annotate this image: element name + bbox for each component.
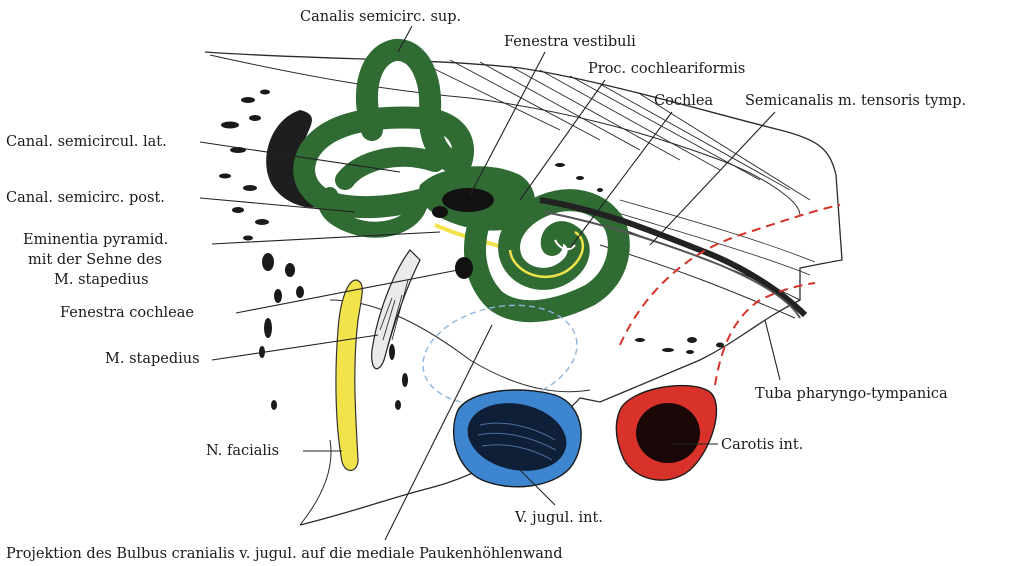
- carotid-artery: [616, 386, 716, 481]
- leader-semicanalis-tensoris: [650, 112, 775, 245]
- label-cochlea: Cochlea: [654, 93, 714, 109]
- label-n-facialis: N. facialis: [206, 443, 279, 459]
- label-canal-semicircul-lat: Canal. semicircul. lat.: [6, 134, 167, 150]
- label-canalis-semicirc-sup: Canalis semicirc. sup.: [300, 9, 461, 25]
- label-semicanalis-tensoris: Semicanalis m. tensoris tymp.: [745, 93, 966, 109]
- label-eminentia-line3: M. stapedius: [54, 272, 149, 288]
- label-canal-semicirc-post: Canal. semicirc. post.: [6, 190, 165, 206]
- leader-tuba: [765, 320, 780, 380]
- label-m-stapedius: M. stapedius: [105, 351, 200, 367]
- leader-proc-cochleariformis: [520, 80, 605, 200]
- label-eminentia-line1: Eminentia pyramid.: [23, 232, 168, 248]
- label-v-jugul: V. jugul. int.: [514, 510, 603, 526]
- label-proc-cochleariformis: Proc. cochleariformis: [588, 61, 745, 77]
- labyrinth: [304, 50, 619, 311]
- label-fenestra-vestibuli: Fenestra vestibuli: [504, 34, 636, 50]
- label-eminentia-line2: mit der Sehne des: [28, 252, 162, 268]
- stapedius-muscle: [372, 250, 420, 369]
- label-tuba: Tuba pharyngo-tympanica: [755, 386, 948, 402]
- facial-nerve: [336, 280, 362, 470]
- label-carotis: Carotis int.: [721, 437, 803, 453]
- jugular-vein: [454, 390, 581, 487]
- label-fenestra-cochleae: Fenestra cochleae: [60, 305, 194, 321]
- caption: Projektion des Bulbus cranialis v. jugul…: [6, 546, 563, 562]
